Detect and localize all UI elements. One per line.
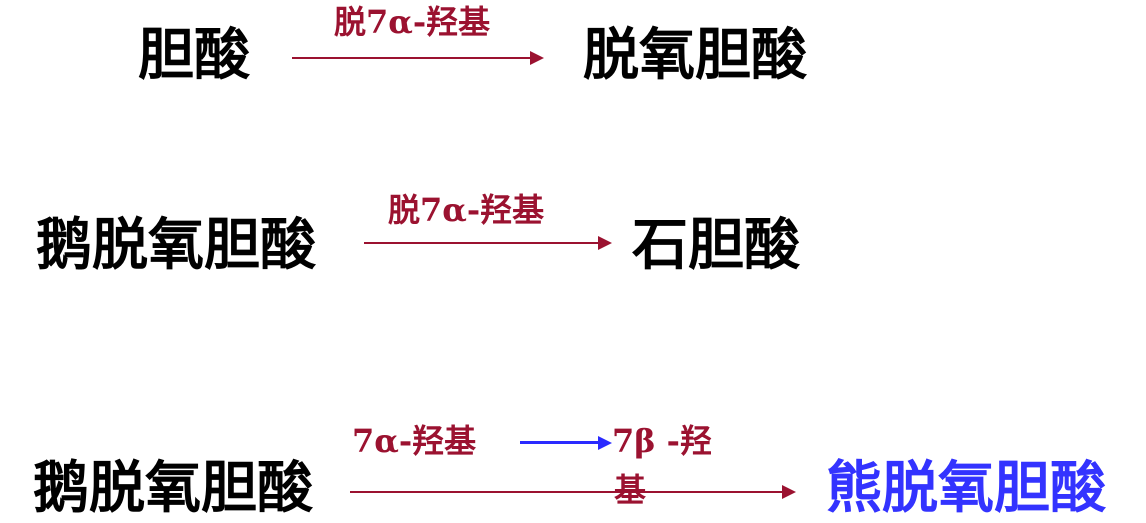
substrate-chenodeoxycholic-acid: 鹅脱氧胆酸 xyxy=(36,213,316,278)
condition-remove-7a-hydroxyl: 脱7α-羟基 xyxy=(334,3,491,41)
condition-7a-hydroxyl: 7α-羟基 xyxy=(352,422,477,460)
condition-7b-hydroxyl-line2: 基 xyxy=(614,471,647,509)
condition-remove-7a-hydroxyl: 脱7α-羟基 xyxy=(388,191,545,229)
product-lithocholic-acid: 石胆酸 xyxy=(632,213,800,278)
reaction-arrow-2 xyxy=(364,236,612,250)
substrate-cholic-acid: 胆酸 xyxy=(138,23,250,88)
epimerization-arrow xyxy=(520,435,612,450)
condition-7b-hydroxyl-line1: 7β -羟 xyxy=(612,422,712,460)
substrate-chenodeoxycholic-acid: 鹅脱氧胆酸 xyxy=(33,456,313,521)
reaction-arrow-1 xyxy=(292,51,544,65)
product-deoxycholic-acid: 脱氧胆酸 xyxy=(583,23,807,88)
reaction-arrow-3 xyxy=(350,485,796,499)
product-ursodeoxycholic-acid: 熊脱氧胆酸 xyxy=(826,456,1106,521)
